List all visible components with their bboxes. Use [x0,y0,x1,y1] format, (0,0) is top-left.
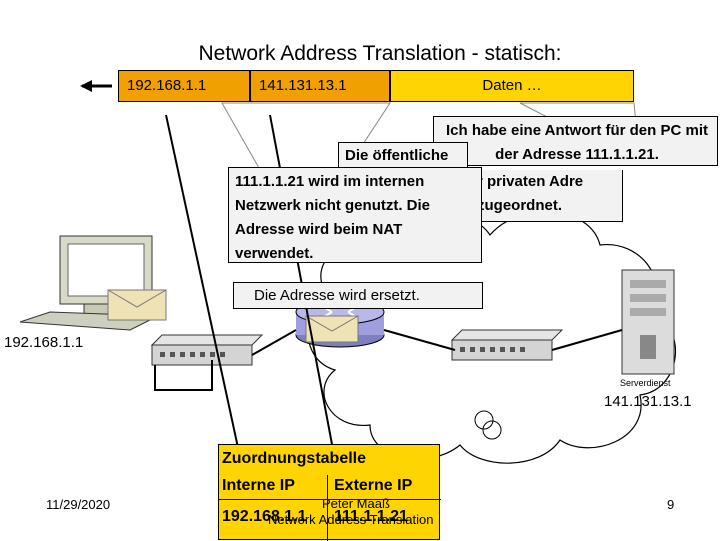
table-row-divider [219,499,441,500]
server-icon [621,269,675,375]
footer-subject: Network Address Translation [268,512,434,527]
footer-date: 11/29/2020 [46,497,111,512]
callout-public-address-tail: r privaten Adre zugeordnet. [468,170,623,222]
pc-ip-label: 192.168.1.1 [4,334,84,351]
callout-internal-line1: 111.1.1.21 wird im internen [235,173,425,190]
slide-title: Network Address Translation - statisch: [198,42,562,65]
table-title: Zuordnungstabelle [222,450,366,467]
table-header-external: Externe IP [334,477,413,494]
callout-public-tail-line2: zugeordnet. [477,197,562,214]
callout-internal-line3: Adresse wird beim NAT [235,221,403,238]
cable-coil [474,410,502,440]
footer-page-number: 9 [667,497,675,512]
table-cell-external: 111.1.1.21 [334,508,408,525]
packet-dest-ip: 141.131.13.1 [250,70,390,102]
envelope-icon-pc [107,289,167,321]
packet-source-ip: 192.168.1.1 [118,70,250,102]
callout-address-replaced: Die Adresse wird ersetzt. [233,282,483,309]
callout-public-address: Die öffentliche [338,142,468,170]
callout-internal-line2: Netzwerk nicht genutzt. Die [235,197,431,214]
packet-payload: Daten … [390,70,634,102]
server-label: Serverdienst [620,378,671,388]
callout-internal-line4: verwendet. [235,245,314,262]
callout-internal-unused: 111.1.1.21 wird im internen Netzwerk nic… [228,167,482,263]
callout-public-tail-line1: r privaten Adre [477,173,584,190]
table-header-internal: Interne IP [222,477,295,494]
table-column-divider [327,475,328,541]
switch-left-icon [150,334,264,366]
server-ip-label: 141.131.13.1 [604,393,692,410]
packet-direction-arrow [80,80,112,92]
table-cell-internal: 192.168.1.1 [222,508,307,525]
callout-answer: Ich habe eine Antwort für den PC mit der… [433,116,718,166]
envelope-icon-router [305,315,359,343]
footer-author: Peter Maaß [322,496,390,511]
switch-right-icon [450,329,564,361]
